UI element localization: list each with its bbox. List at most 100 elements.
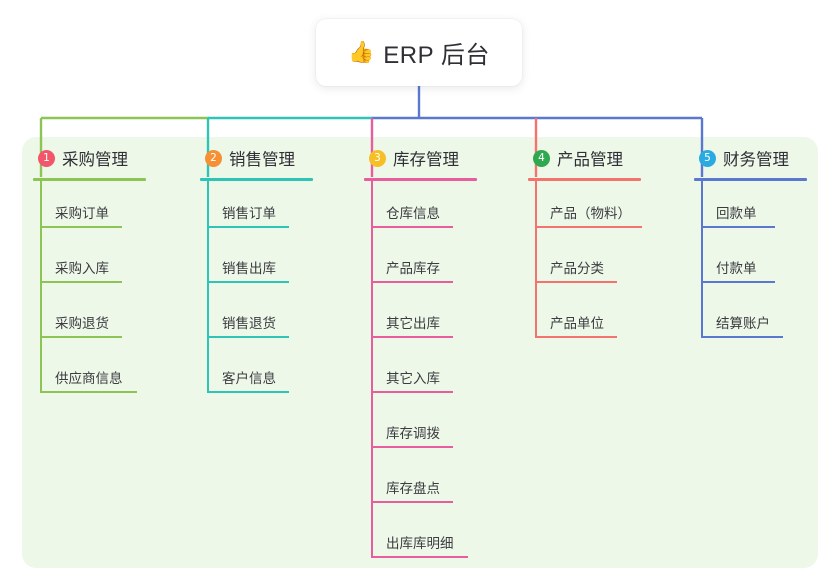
column-采购管理: 1 采购管理采购订单采购入库采购退货供应商信息	[33, 146, 146, 401]
column-number-badge: 5	[699, 149, 716, 167]
column-header-rule	[200, 178, 313, 181]
leaf-item-label: 结算账户	[716, 316, 770, 331]
leaf-item[interactable]: 回款单	[694, 181, 807, 236]
root-node-title: ERP 后台	[383, 42, 490, 69]
leaf-item-label: 供应商信息	[55, 371, 123, 386]
leaf-item[interactable]: 采购退货	[33, 291, 146, 346]
leaf-item[interactable]: 采购入库	[33, 236, 146, 291]
leaf-item-rule	[40, 226, 122, 228]
leaf-item-label: 销售退货	[222, 316, 276, 331]
column-number-badge: 2	[205, 149, 222, 167]
column-产品管理: 4 产品管理产品（物料） 产品分类产品单位	[528, 146, 642, 346]
leaf-item[interactable]: 其它入库	[364, 346, 477, 401]
column-库存管理: 3 库存管理仓库信息产品库存其它出库其它入库库存调拨库存盘点出库库明细	[364, 146, 477, 566]
leaf-item-rule	[701, 281, 775, 283]
leaf-item[interactable]: 库存盘点	[364, 456, 477, 511]
leaf-item-rule	[371, 501, 453, 503]
leaf-item-rule	[207, 336, 289, 338]
leaf-item-label: 其它入库	[386, 371, 440, 386]
column-header-5[interactable]: 5 财务管理	[694, 146, 807, 170]
leaf-item[interactable]: 库存调拨	[364, 401, 477, 456]
column-header-rule	[33, 178, 146, 181]
leaf-item[interactable]: 产品（物料）	[528, 181, 642, 236]
leaf-item[interactable]: 销售订单	[200, 181, 313, 236]
leaf-item-rule	[207, 391, 289, 393]
column-spine	[40, 181, 42, 393]
column-items: 采购订单采购入库采购退货供应商信息	[33, 181, 146, 401]
column-items: 仓库信息产品库存其它出库其它入库库存调拨库存盘点出库库明细	[364, 181, 477, 566]
leaf-item-label: 采购退货	[55, 316, 109, 331]
column-items: 销售订单销售出库销售退货客户信息	[200, 181, 313, 401]
leaf-item-label: 其它出库	[386, 316, 440, 331]
leaf-item-label: 采购订单	[55, 206, 109, 221]
column-number-badge: 4	[533, 149, 550, 167]
diagram-background-panel	[22, 137, 818, 568]
leaf-item[interactable]: 付款单	[694, 236, 807, 291]
leaf-item-label: 采购入库	[55, 261, 109, 276]
column-header-rule	[694, 178, 807, 181]
leaf-item-rule	[40, 391, 137, 393]
leaf-item[interactable]: 销售退货	[200, 291, 313, 346]
column-items: 回款单付款单结算账户	[694, 181, 807, 346]
leaf-item-rule	[371, 446, 453, 448]
leaf-item[interactable]: 结算账户	[694, 291, 807, 346]
leaf-item-rule	[207, 281, 289, 283]
leaf-item-label: 客户信息	[222, 371, 276, 386]
leaf-item[interactable]: 销售出库	[200, 236, 313, 291]
leaf-item-label: 出库库明细	[386, 536, 454, 551]
column-销售管理: 2 销售管理销售订单销售出库销售退货客户信息	[200, 146, 313, 401]
column-title: 财务管理	[723, 151, 789, 169]
column-title: 销售管理	[229, 151, 295, 169]
column-header-3[interactable]: 3 库存管理	[364, 146, 477, 170]
leaf-item-rule	[701, 226, 775, 228]
leaf-item-label: 产品分类	[550, 261, 604, 276]
leaf-item-label: 产品（物料）	[550, 206, 631, 221]
leaf-item-label: 付款单	[716, 261, 757, 276]
leaf-item-label: 产品库存	[386, 261, 440, 276]
leaf-item[interactable]: 采购订单	[33, 181, 146, 236]
column-title: 产品管理	[557, 151, 623, 169]
leaf-item[interactable]: 仓库信息	[364, 181, 477, 236]
leaf-item-rule	[371, 336, 453, 338]
leaf-item-label: 产品单位	[550, 316, 604, 331]
column-header-1[interactable]: 1 采购管理	[33, 146, 146, 170]
leaf-item-label: 销售订单	[222, 206, 276, 221]
leaf-item-rule	[701, 336, 783, 338]
column-spine	[535, 181, 537, 338]
leaf-item-label: 回款单	[716, 206, 757, 221]
column-number-badge: 1	[38, 149, 55, 167]
leaf-item-rule	[371, 391, 453, 393]
leaf-item-label: 库存盘点	[386, 481, 440, 496]
leaf-item-rule	[371, 226, 453, 228]
column-spine	[207, 181, 209, 393]
leaf-item-rule	[207, 226, 289, 228]
column-title: 库存管理	[393, 151, 459, 169]
root-node[interactable]: 👍 ERP 后台	[316, 19, 522, 86]
leaf-item[interactable]: 产品单位	[528, 291, 641, 346]
leaf-item[interactable]: 产品库存	[364, 236, 477, 291]
leaf-item-label: 库存调拨	[386, 426, 440, 441]
column-财务管理: 5 财务管理回款单付款单结算账户	[694, 146, 807, 346]
leaf-item[interactable]: 客户信息	[200, 346, 313, 401]
leaf-item-rule	[535, 281, 617, 283]
leaf-item[interactable]: 其它出库	[364, 291, 477, 346]
leaf-item[interactable]: 供应商信息	[33, 346, 146, 401]
leaf-item[interactable]: 产品分类	[528, 236, 641, 291]
leaf-item-rule	[40, 336, 122, 338]
leaf-item-label: 仓库信息	[386, 206, 440, 221]
leaf-item-rule	[535, 336, 617, 338]
leaf-item-rule	[371, 556, 468, 558]
column-spine	[701, 181, 703, 338]
column-header-2[interactable]: 2 销售管理	[200, 146, 313, 170]
column-number-badge: 3	[369, 149, 386, 167]
column-header-4[interactable]: 4 产品管理	[528, 146, 641, 170]
column-header-rule	[364, 178, 477, 181]
thumbs-up-icon: 👍	[348, 40, 375, 64]
leaf-item-rule	[371, 281, 453, 283]
column-header-rule	[528, 178, 641, 181]
column-items: 产品（物料） 产品分类产品单位	[528, 181, 642, 346]
leaf-item-rule	[535, 226, 642, 228]
column-title: 采购管理	[62, 151, 128, 169]
leaf-item-label: 销售出库	[222, 261, 276, 276]
leaf-item[interactable]: 出库库明细	[364, 511, 477, 566]
